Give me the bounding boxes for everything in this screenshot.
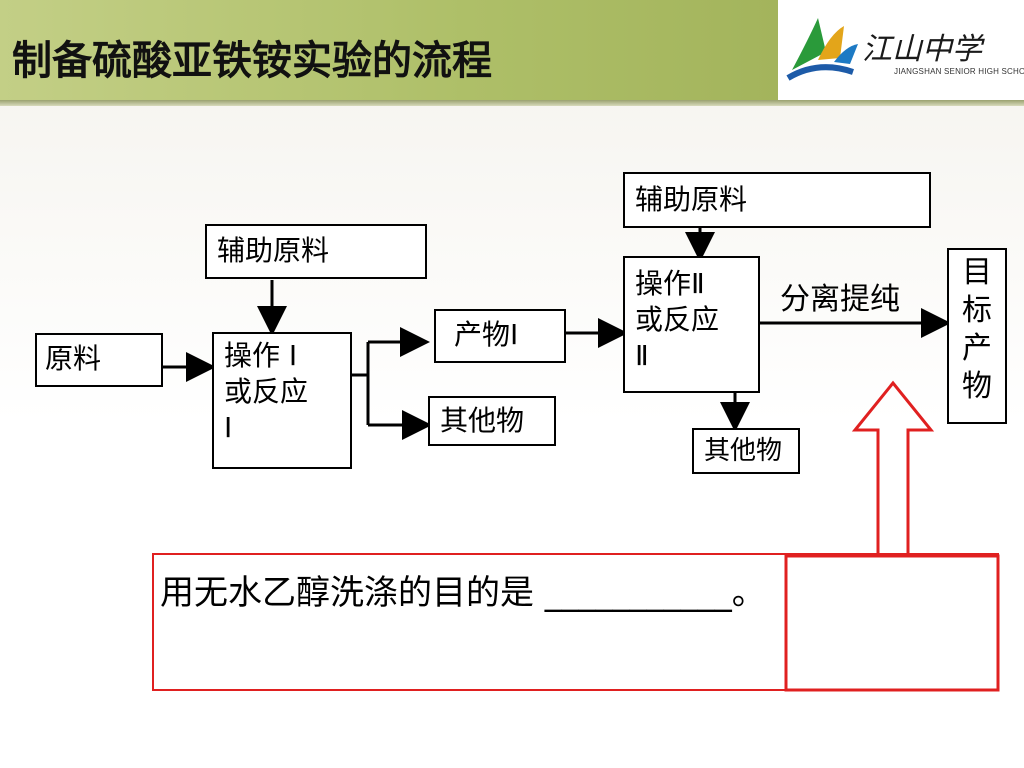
other-1-label: 其他物 [440,404,525,437]
school-english-name: JIANGSHAN SENIOR HIGH SCHOOL [894,67,1024,76]
target-char-2: 标 [962,293,992,328]
operation-2-box: 操作Ⅱ 或反应 Ⅱ [623,256,760,393]
other-2-box: 其他物 [692,428,800,474]
operation-1-line-1: 操作 Ⅰ [224,339,298,372]
aux-material-label-1: 辅助原料 [217,234,330,267]
target-product-box: 目 标 产 物 [947,248,1007,424]
raw-material-label: 原料 [45,342,102,375]
school-logo-icon [786,18,858,81]
operation-1-line-3: Ⅰ [224,411,233,444]
operation-2-line-2: 或反应 [635,303,720,336]
question-text: 用无水乙醇洗涤的目的是 ___________。 [160,573,766,613]
target-char-4: 物 [962,369,992,404]
target-char-3: 产 [962,331,992,366]
operation-1-box: 操作 Ⅰ 或反应 Ⅰ [212,332,352,469]
aux-material-box-2: 辅助原料 [623,172,931,228]
target-char-1: 目 [962,255,992,290]
separation-label: 分离提纯 [780,282,900,317]
other-2-label: 其他物 [704,436,783,466]
title-divider [0,100,1024,106]
other-1-box: 其他物 [428,396,556,446]
operation-2-line-1: 操作Ⅱ [635,267,705,300]
raw-material-box: 原料 [35,333,163,387]
product-1-box: 产物Ⅰ [434,309,566,363]
aux-material-label-2: 辅助原料 [635,183,748,216]
operation-1-line-2: 或反应 [224,375,309,408]
operation-2-line-3: Ⅱ [635,339,649,372]
aux-material-box-1: 辅助原料 [205,224,427,279]
product-1-label: 产物Ⅰ [454,318,519,351]
answer-highlight-box [784,554,1000,692]
red-up-arrow [851,380,935,557]
title-bar [0,0,778,100]
logo-panel [778,0,1024,100]
slide-title: 制备硫酸亚铁铵实验的流程 [12,38,492,84]
school-name: 江山中学 [862,32,982,67]
